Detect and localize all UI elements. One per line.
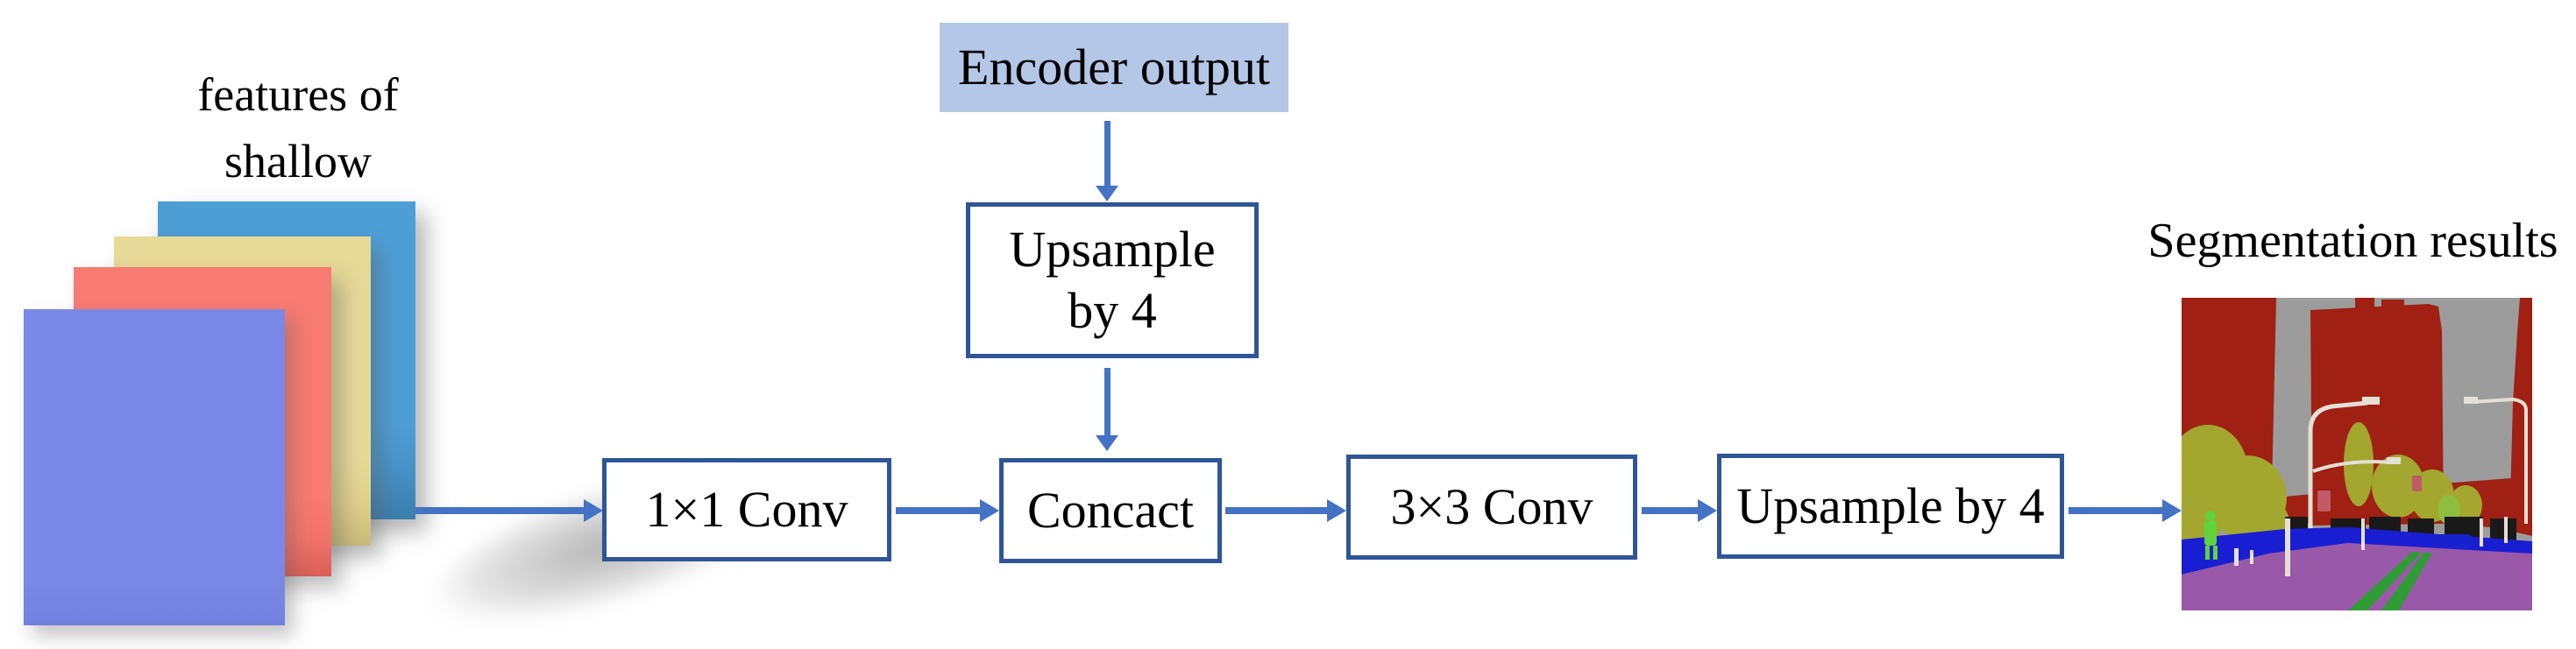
conv-1x1-label: 1×1 Conv (645, 481, 848, 539)
arrow-conv3-to-upsample2-shaft (1642, 507, 1698, 514)
arrow-upsample2-to-result-head (2162, 499, 2182, 522)
arrow-upsample2-to-result-shaft (2069, 507, 2162, 514)
concact-label: Concact (1026, 482, 1195, 540)
stack-label: features of shallow (147, 61, 449, 194)
encoder-output-label: Encoder output (958, 39, 1270, 96)
arrow-concact-to-conv3-shaft (1225, 507, 1327, 514)
segmentation-result-image (2182, 298, 2532, 610)
arrow-stack-to-conv1-shaft (415, 507, 584, 514)
conv-3x3-label: 3×3 Conv (1390, 478, 1593, 536)
segmentation-results-label: Segmentation results (2130, 212, 2576, 271)
conv-1x1-box: 1×1 Conv (602, 458, 891, 561)
arrow-upsample-to-concact-head (1096, 435, 1118, 451)
arrow-conv3-to-upsample2-head (1698, 499, 1717, 522)
arrow-conv1-to-concact-shaft (896, 507, 980, 514)
upsample-by-4-box: Upsample by 4 (966, 202, 1259, 358)
stack-label-line1: features of (197, 68, 399, 121)
arrow-upsample-to-concact-shaft (1104, 368, 1111, 435)
encoder-output-box: Encoder output (940, 23, 1288, 112)
arrow-stack-to-conv1-head (584, 499, 603, 522)
stack-label-line2: shallow (224, 135, 372, 187)
upsample-line1: Upsample (1009, 221, 1216, 279)
arrow-encoder-to-upsample-shaft (1104, 121, 1111, 186)
segmentation-results-text: Segmentation results (2147, 214, 2558, 268)
upsample-line2: by 4 (1068, 282, 1157, 339)
arrow-concact-to-conv3-head (1327, 499, 1346, 522)
feature-map-front (24, 309, 285, 625)
arrow-encoder-to-upsample-head (1096, 186, 1118, 201)
upsample-by-4-final-box: Upsample by 4 (1717, 454, 2064, 559)
arrow-conv1-to-concact-head (980, 499, 999, 522)
conv-3x3-box: 3×3 Conv (1346, 455, 1637, 560)
upsample-by-4-label: Upsample by 4 (1736, 477, 2045, 535)
concact-box: Concact (999, 458, 1222, 563)
